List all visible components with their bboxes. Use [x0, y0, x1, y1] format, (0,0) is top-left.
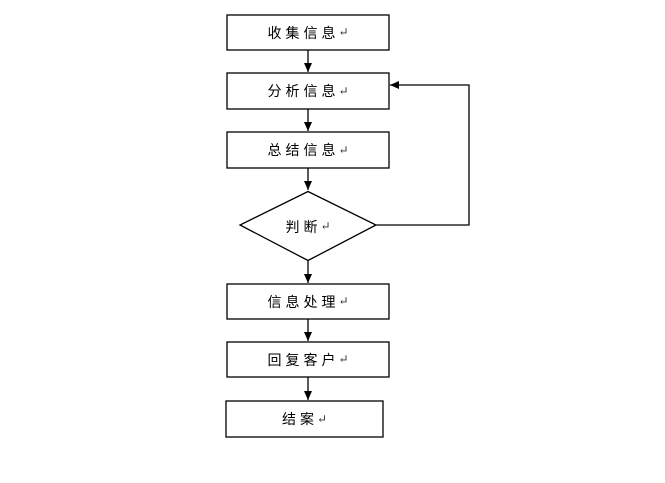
node-summarize-box [226, 131, 390, 169]
node-reply-box [226, 341, 390, 378]
node-process-box [226, 283, 390, 320]
node-judge-diamond [238, 190, 378, 262]
node-close-box [225, 400, 384, 438]
node-collect-box [226, 14, 390, 51]
node-analyze-box [226, 72, 390, 110]
edge-judge-to-analyze-loop [376, 81, 470, 226]
